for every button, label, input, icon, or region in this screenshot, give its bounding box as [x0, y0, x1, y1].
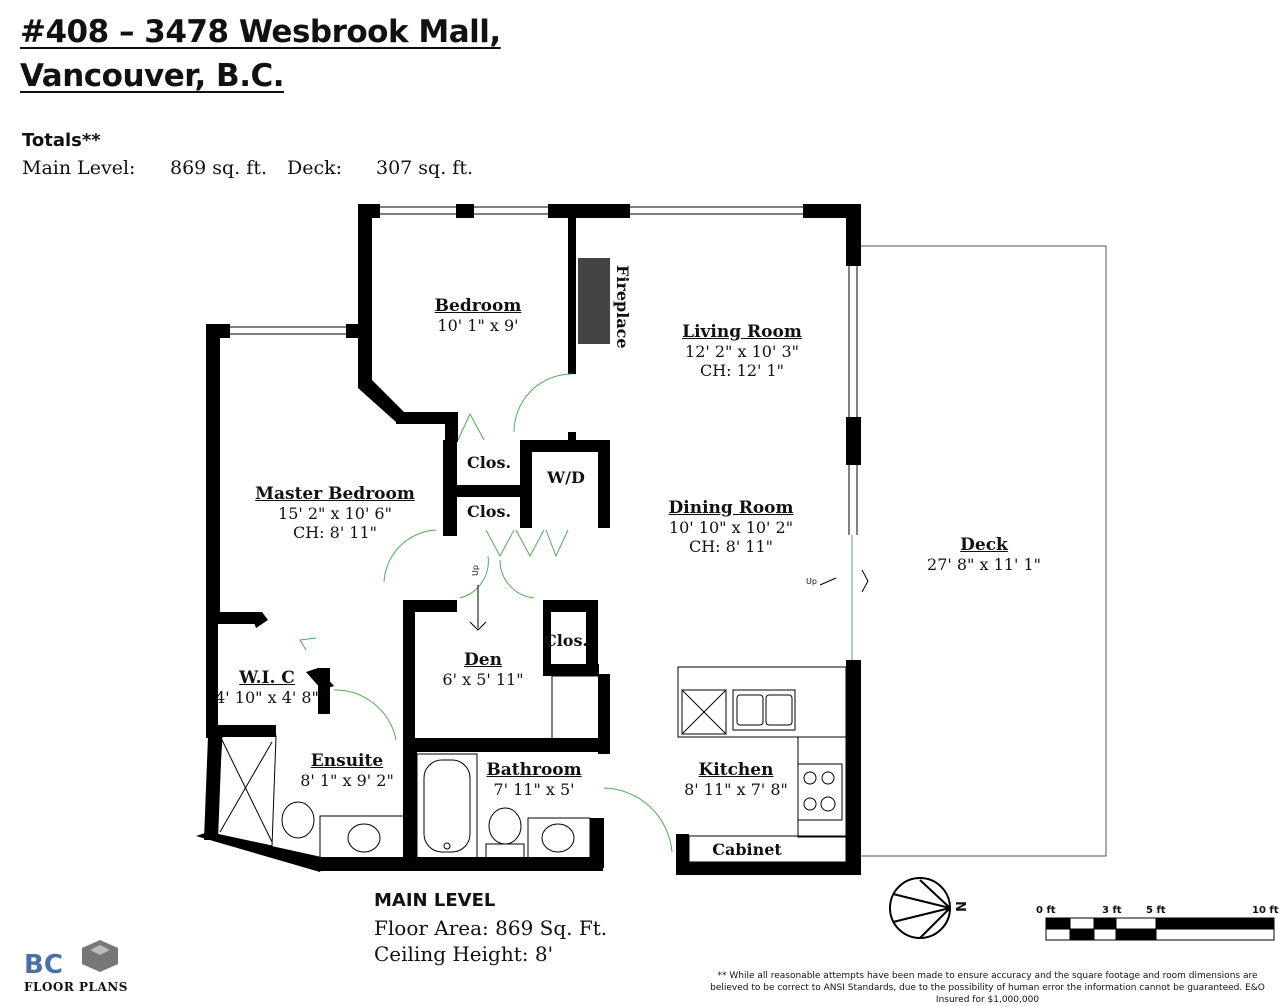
fireplace-block — [578, 258, 610, 344]
den-cabinet — [551, 675, 605, 741]
closet-label-1: Clos. — [466, 453, 512, 472]
scale-label-3: 3 ft — [1102, 905, 1122, 916]
scale-label-5: 5 ft — [1146, 905, 1166, 916]
floor-area-text: Floor Area: 869 Sq. Ft. — [374, 916, 608, 940]
north-label: N — [951, 901, 967, 912]
cabinet-label: Cabinet — [712, 840, 782, 859]
totals-heading: Totals** — [22, 130, 101, 151]
compass-icon — [889, 877, 951, 939]
deck-total-value: 307 sq. ft. — [376, 157, 474, 179]
scale-label-10: 10 ft — [1252, 905, 1279, 916]
main-level-total-label: Main Level: — [22, 157, 136, 179]
ceiling-height-text: Ceiling Height: 8' — [374, 942, 554, 966]
walls — [196, 204, 861, 875]
address-line-2: Vancouver, B.C. — [20, 58, 285, 94]
logo-icon — [82, 940, 118, 972]
closet-label-2: Clos. — [466, 502, 512, 521]
ensuite-fixtures — [215, 735, 405, 859]
windows — [230, 206, 858, 535]
kitchen-counter — [677, 666, 847, 863]
door-swings — [299, 373, 853, 853]
address-line-1: #408 – 3478 Wesbrook Mall, — [20, 14, 501, 50]
scale-bar — [1045, 917, 1275, 941]
scale-label-0: 0 ft — [1036, 905, 1056, 916]
closet-label-3: Clos. — [543, 631, 589, 650]
logo-text: FLOOR PLANS — [24, 980, 128, 994]
washer-dryer-label: W/D — [547, 468, 585, 487]
deck-up-label: Up — [806, 577, 817, 586]
main-level-heading: MAIN LEVEL — [374, 890, 496, 911]
deck-outline — [860, 245, 1107, 857]
main-level-total-value: 869 sq. ft. — [170, 157, 268, 179]
disclaimer-text: ** While all reasonable attempts have be… — [710, 971, 1265, 1005]
den-stair-arrow — [469, 569, 869, 631]
deck-total-label: Deck: — [287, 157, 343, 179]
den-up-label: Up — [470, 565, 480, 576]
bathroom-fixtures — [416, 753, 591, 859]
logo-mark: BC — [24, 950, 63, 980]
fireplace-label: Fireplace — [613, 265, 632, 349]
closet-door-marks — [457, 412, 569, 558]
